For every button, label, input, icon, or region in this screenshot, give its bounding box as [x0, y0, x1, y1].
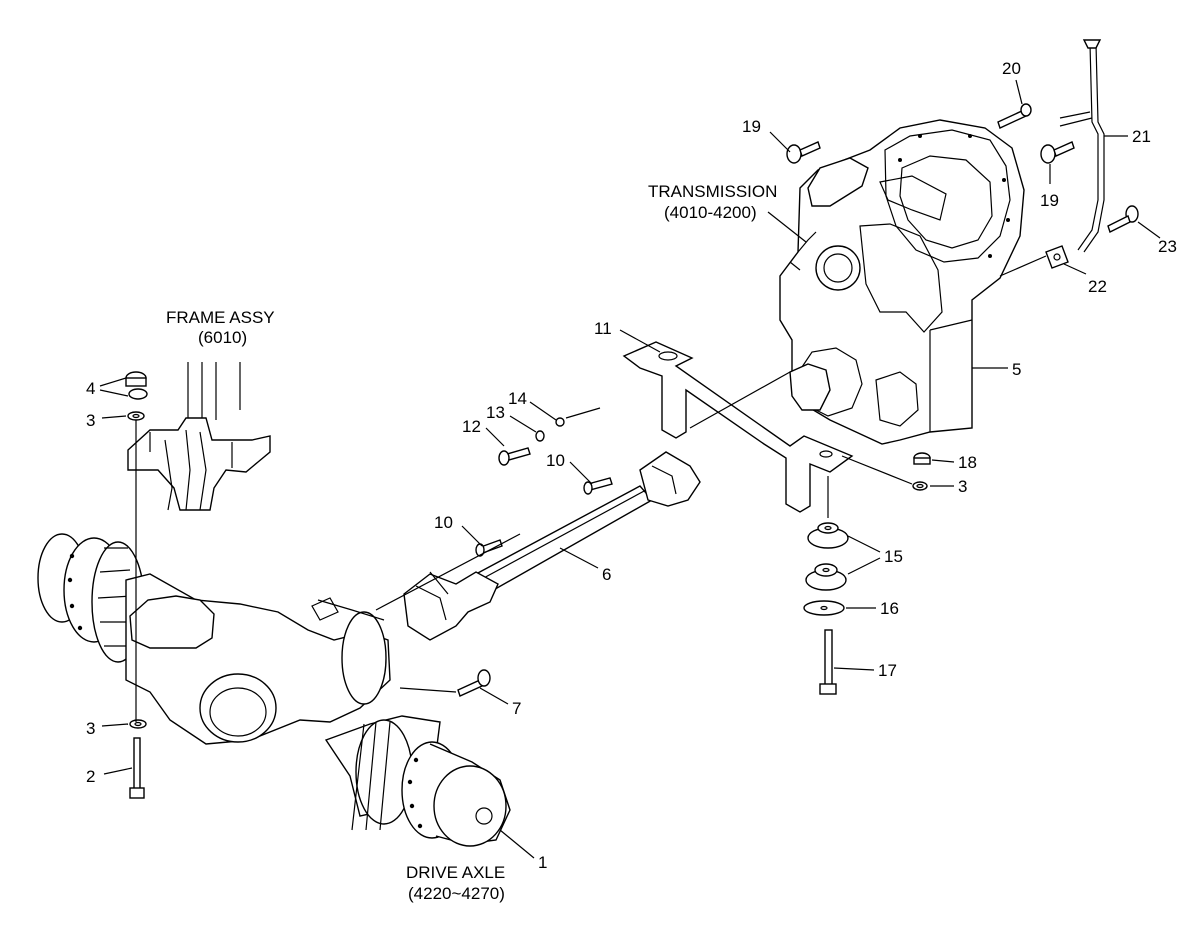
callout-23: 23 — [1158, 237, 1177, 256]
callout-10-lower: 10 — [434, 513, 453, 532]
callout-3-right: 3 — [958, 477, 967, 496]
callout-10-upper: 10 — [546, 451, 565, 470]
callout-3-top: 3 — [86, 411, 95, 430]
frame-assy-ref-label: (6010) — [198, 328, 247, 347]
small-parts — [125, 39, 1139, 799]
callout-1: 1 — [538, 853, 547, 872]
callout-22: 22 — [1088, 277, 1107, 296]
callout-5: 5 — [1012, 360, 1021, 379]
drive-axle-label: DRIVE AXLE — [406, 863, 505, 882]
callout-12: 12 — [462, 417, 481, 436]
callout-16: 16 — [880, 599, 899, 618]
transmission-ref-label: (4010-4200) — [664, 203, 757, 222]
callout-4: 4 — [86, 379, 95, 398]
callout-6: 6 — [602, 565, 611, 584]
callout-18: 18 — [958, 453, 977, 472]
callout-21: 21 — [1132, 127, 1151, 146]
leader-lines — [99, 79, 1161, 859]
callout-14: 14 — [508, 389, 527, 408]
callout-3-bottom: 3 — [86, 719, 95, 738]
drive-shaft — [403, 451, 701, 641]
frame-assembly — [127, 362, 271, 511]
callout-19-left: 19 — [742, 117, 761, 136]
drive-axle-ref-label: (4220~4270) — [408, 884, 505, 903]
frame-assy-label: FRAME ASSY — [166, 308, 275, 327]
callout-15: 15 — [884, 547, 903, 566]
callout-19-right: 19 — [1040, 191, 1059, 210]
bracket-11 — [622, 341, 854, 513]
drive-axle — [37, 533, 511, 847]
callout-13: 13 — [486, 403, 505, 422]
callout-7: 7 — [512, 699, 521, 718]
callout-2: 2 — [86, 767, 95, 786]
transmission-label: TRANSMISSION — [648, 182, 777, 201]
transmission-housing — [779, 119, 1025, 445]
callout-11: 11 — [594, 319, 612, 338]
callout-17: 17 — [878, 661, 897, 680]
callout-20: 20 — [1002, 59, 1021, 78]
